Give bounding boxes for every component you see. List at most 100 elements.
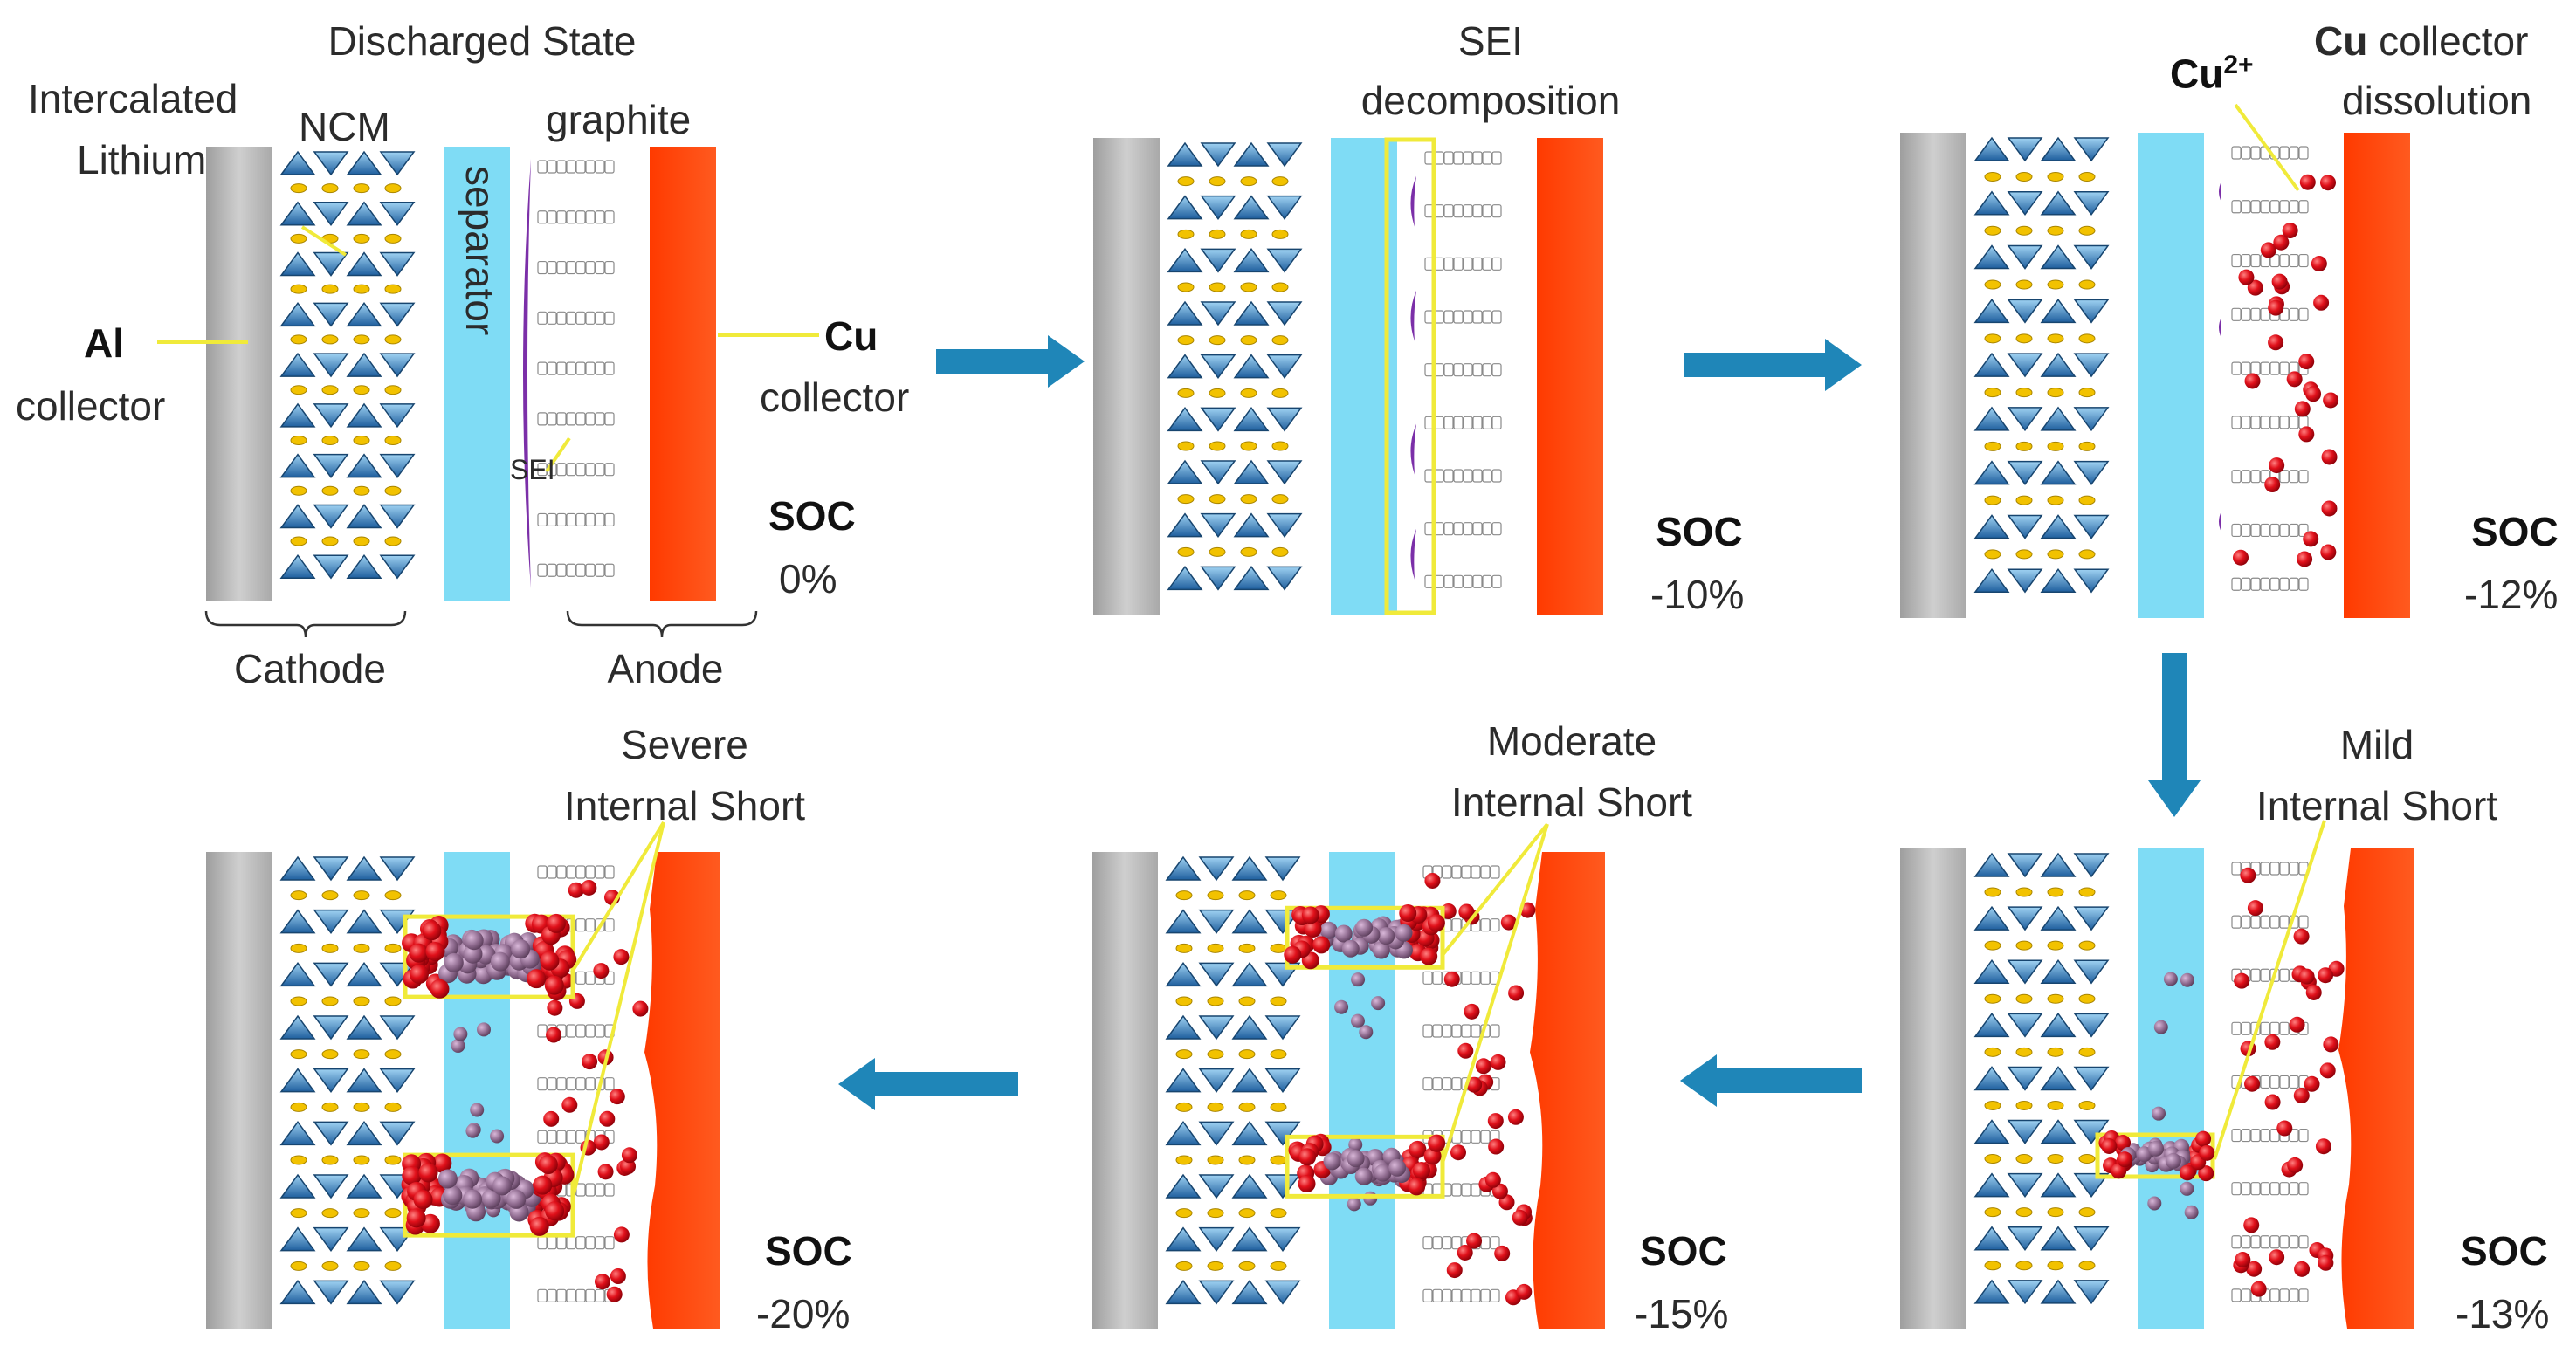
dendrite-particle — [1355, 918, 1374, 937]
ncm-crystal — [1165, 1173, 1202, 1199]
graphite-ring — [566, 512, 576, 527]
copper-particle — [2319, 1062, 2336, 1079]
ncm-crystal — [2040, 1172, 2077, 1198]
graphite-ring — [2250, 470, 2261, 484]
ncm-crystal — [1165, 1226, 1202, 1252]
ncm-crystal — [1165, 855, 1202, 881]
dendrite-particle — [2148, 1140, 2165, 1157]
graphite-ring — [566, 1024, 576, 1038]
lithium-ion — [384, 1208, 402, 1219]
ncm-crystal — [346, 201, 382, 226]
copper-particle — [2313, 294, 2330, 311]
graphite-ring — [2231, 146, 2242, 160]
graphite-ring — [595, 1024, 605, 1038]
ncm-crystal — [1233, 195, 1270, 220]
graphite-ring — [1491, 469, 1502, 483]
graphite-ring — [575, 463, 586, 477]
copper-particle — [2305, 386, 2322, 402]
graphite-ring — [2241, 253, 2251, 268]
lithium-ion — [1270, 890, 1287, 901]
ncm-crystal — [313, 554, 349, 580]
graphite-ring — [595, 918, 605, 932]
lithium-ion — [1207, 1208, 1224, 1219]
ncm-crystal — [279, 402, 316, 428]
graphite-ring — [547, 1130, 557, 1144]
copper-particle — [1457, 1244, 1473, 1261]
graphite-ring — [2241, 1128, 2251, 1143]
copper-particle — [632, 1000, 649, 1017]
graphite-ring — [2298, 253, 2309, 268]
cell-panel-2 — [1093, 137, 1603, 615]
lithium-ion — [290, 233, 307, 244]
copper-particle — [1487, 1113, 1504, 1130]
lithium-ion — [1177, 494, 1195, 505]
separator-membrane — [444, 147, 510, 601]
label-intercalated: Intercalated — [28, 76, 238, 121]
graphite-ring — [604, 563, 615, 577]
dendrite-particle — [538, 1155, 558, 1175]
graphite-ring — [1442, 865, 1452, 879]
copper-particle — [2323, 392, 2339, 409]
label-soc-value-12: -12% — [2464, 572, 2559, 617]
lithium-ion — [1240, 176, 1257, 187]
graphite-ring — [585, 361, 596, 375]
graphite-ring — [2289, 1128, 2299, 1143]
ncm-crystal — [2040, 190, 2077, 216]
graphite-ring — [1461, 1288, 1471, 1302]
graphite-ring — [575, 865, 586, 879]
dendrite-particle — [492, 1176, 512, 1196]
lithium-ion — [2047, 887, 2064, 897]
lithium-ion — [2047, 1207, 2064, 1218]
copper-particle — [2293, 928, 2310, 945]
graphite-ring — [2279, 1021, 2290, 1035]
graphite-ring — [537, 865, 548, 879]
graphite-ring — [2250, 1235, 2261, 1249]
lithium-ion — [1177, 441, 1195, 451]
lithium-ion — [2047, 1261, 2064, 1271]
ncm-crystal — [313, 353, 349, 378]
ncm-crystal — [2073, 1226, 2110, 1252]
lithium-ion — [1984, 388, 2001, 398]
graphite-ring — [604, 311, 615, 325]
graphite-ring — [1482, 257, 1492, 271]
ncm-crystal — [313, 1174, 349, 1199]
cell-panel-6 — [206, 821, 720, 1329]
ncm-crystal — [1167, 195, 1203, 220]
label-anode: Anode — [607, 646, 724, 691]
lithium-plating-particle — [1350, 1013, 1365, 1028]
graphite-ring — [1491, 522, 1502, 536]
dendrite-particle — [506, 1189, 527, 1209]
graphite-ring — [595, 160, 605, 174]
ncm-crystal — [379, 1068, 416, 1093]
graphite-ring — [585, 463, 596, 477]
copper-particle — [582, 1054, 598, 1070]
ncm-crystal — [2040, 244, 2077, 270]
graphite-ring — [2250, 968, 2261, 982]
graphite-ring — [1491, 310, 1502, 324]
ncm-crystal — [279, 1014, 316, 1040]
graphite-ring — [1442, 1288, 1452, 1302]
lithium-ion — [2015, 279, 2033, 290]
dendrite-particle — [422, 921, 442, 941]
ncm-crystal — [279, 962, 316, 987]
graphite-ring — [1451, 1183, 1462, 1197]
lithium-ion — [321, 1102, 339, 1112]
graphite-ring — [2289, 1075, 2299, 1089]
ncm-crystal — [1165, 909, 1202, 934]
graphite-ring — [2231, 307, 2242, 321]
graphite-ring — [585, 412, 596, 426]
lithium-ion — [1984, 1261, 2001, 1271]
graphite-ring — [2250, 361, 2261, 375]
ncm-crystal — [2073, 1280, 2110, 1305]
lithium-ion — [353, 1261, 370, 1271]
ncm-crystal — [2040, 1066, 2077, 1091]
graphite-ring — [1482, 363, 1492, 377]
graphite-ring — [1453, 151, 1464, 165]
graphite-ring — [547, 311, 557, 325]
graphite-ring — [1461, 1024, 1471, 1038]
lithium-ion — [1984, 441, 2001, 451]
ncm-crystal — [346, 302, 382, 327]
graphite-ring — [2298, 1288, 2309, 1302]
ncm-crystal — [2073, 514, 2110, 539]
separator-membrane — [2138, 133, 2204, 618]
